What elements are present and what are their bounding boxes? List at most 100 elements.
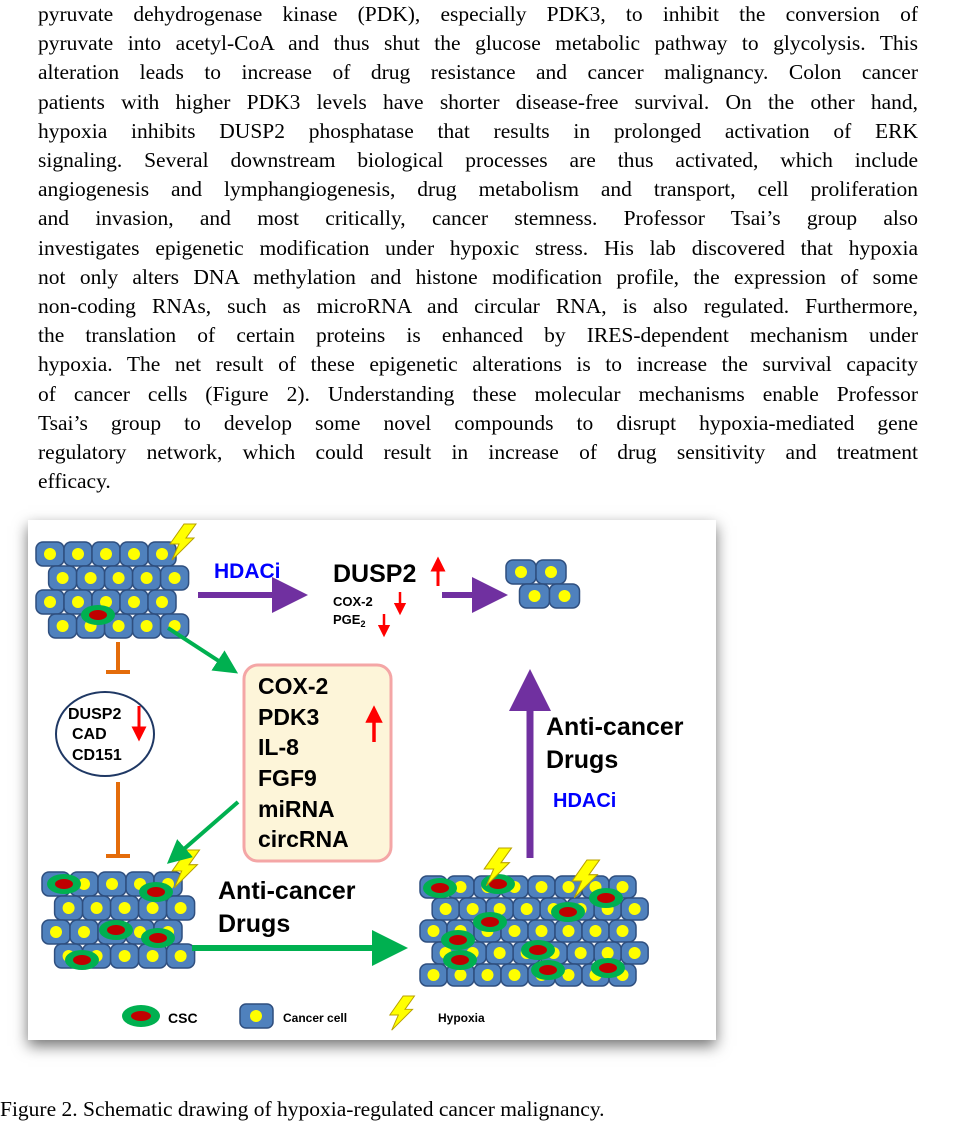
text-line: hypoxia inhibits DUSP2 phosphatase that … [38, 118, 918, 143]
cell-nucleus [493, 903, 506, 915]
cancer-stem-cell-nucleus [107, 925, 125, 935]
text-line: not only alters DNA methylation and hist… [38, 264, 918, 289]
cell-nucleus [493, 947, 506, 959]
hypoxia-bolt-icon [571, 859, 601, 899]
cell-nucleus [118, 902, 131, 914]
cell-nucleus [545, 566, 557, 578]
text-line: hypoxia. The net result of these epigene… [38, 352, 918, 377]
upregulated-genes-box [242, 663, 393, 863]
text-line: Tsai’s group to develop some novel compo… [38, 410, 918, 435]
oval-item-cad: CAD [72, 726, 107, 743]
hypoxia-bolt-icon [169, 523, 197, 561]
cell-nucleus [106, 878, 118, 890]
oval-item-cd151: CD151 [72, 747, 122, 764]
cell-nucleus [528, 590, 541, 602]
anti-cancer-drugs-right-line2: Drugs [546, 746, 618, 774]
text-line: pyruvate into acetyl-CoA and thus shut t… [38, 31, 918, 56]
cell-nucleus [100, 596, 112, 608]
pge2-small-label: PGE2 [333, 612, 365, 629]
anti-cancer-drugs-right-line1: Anti-cancer [546, 713, 684, 741]
cell-nucleus [601, 947, 614, 959]
cell-nucleus [520, 903, 533, 915]
cancer-stem-cell-nucleus [529, 945, 547, 955]
text-line: regulatory network, which could result i… [38, 440, 918, 465]
text-line: efficacy. [38, 469, 111, 494]
green-arrow [166, 626, 239, 674]
cancer-stem-cell-nucleus [55, 879, 73, 889]
box-item-mirna: miRNA [258, 796, 335, 822]
cell-nucleus [84, 572, 97, 584]
box-item-pdk3: PDK3 [258, 704, 319, 730]
legend-cancer-cell-label: Cancer cell [283, 1011, 347, 1025]
cell-nucleus [112, 620, 125, 632]
text-line: investigates epigenetic modification und… [38, 235, 918, 260]
box-item-cox2: COX-2 [258, 673, 328, 699]
cancer-cell-cluster-bottom-right [419, 874, 649, 987]
cell-nucleus [574, 947, 587, 959]
hypoxia-bolt-icon [483, 847, 513, 887]
cell-nucleus [168, 572, 181, 584]
box-item-il8: IL-8 [258, 734, 299, 760]
cell-nucleus [466, 903, 479, 915]
cell-nucleus [558, 590, 571, 602]
cancer-stem-cell-nucleus [147, 887, 165, 897]
legend: CSC Cancer cell Hypoxia [122, 995, 485, 1031]
text-line: pyruvate dehydrogenase kinase (PDK), esp… [38, 2, 918, 26]
text-line: the translation of certain proteins is e… [38, 323, 918, 348]
cell-nucleus [72, 548, 84, 560]
cancer-stem-cell-nucleus [431, 883, 449, 893]
cell-nucleus [156, 548, 168, 560]
cancer-cell-cluster-top-right [505, 559, 581, 609]
inhibited-genes-oval [55, 691, 155, 777]
box-item-fgf9: FGF9 [258, 765, 317, 791]
cell-nucleus [56, 572, 69, 584]
text-line: of cancer cells (Figure 2). Understandin… [38, 381, 918, 406]
cell-nucleus [156, 596, 168, 608]
cell-nucleus [44, 548, 56, 560]
anti-cancer-drugs-bottom-line1: Anti-cancer [218, 877, 356, 905]
cell-nucleus [439, 903, 452, 915]
cancer-cell-cluster-top-left [35, 541, 190, 639]
cell-nucleus [628, 947, 641, 959]
cell-nucleus [535, 881, 548, 893]
schematic-diagram: HDACi DUSP2 COX-2 PGE2 DUSP2 CAD CD151 C… [35, 523, 684, 1031]
cell-nucleus [44, 596, 56, 608]
green-arrow [166, 800, 240, 864]
cell-nucleus [628, 903, 641, 915]
cell-nucleus [616, 881, 629, 893]
cell-nucleus [562, 925, 575, 937]
cell-nucleus [454, 969, 467, 981]
cell-nucleus [56, 620, 69, 632]
cell-nucleus [508, 925, 521, 937]
text-line: patients with higher PDK3 levels have sh… [38, 89, 918, 114]
cancer-cell-cluster-bottom-left [41, 871, 196, 970]
cell-nucleus [90, 902, 103, 914]
dusp2-up-label: DUSP2 [333, 560, 416, 588]
cancer-stem-cell-nucleus [539, 965, 557, 975]
legend-hypoxia-label: Hypoxia [438, 1011, 485, 1025]
cell-nucleus [515, 566, 527, 578]
oval-item-dusp2: DUSP2 [68, 706, 121, 723]
legend-hypoxia-icon [388, 995, 416, 1031]
cell-nucleus [562, 881, 575, 893]
cell-nucleus [62, 902, 75, 914]
cancer-stem-cell-nucleus [451, 955, 469, 965]
text-line: alteration leads to increase of drug res… [38, 60, 918, 85]
cancer-stem-cell-nucleus [489, 879, 507, 889]
cell-nucleus [112, 572, 125, 584]
hdaci-label-right: HDACi [553, 790, 616, 812]
body-paragraph: pyruvate dehydrogenase kinase (PDK), esp… [38, 0, 918, 496]
cell-nucleus [128, 548, 140, 560]
cell-nucleus [562, 969, 575, 981]
anti-cancer-drugs-bottom-line2: Drugs [218, 910, 290, 938]
cell-nucleus [118, 950, 131, 962]
cell-nucleus [174, 902, 187, 914]
cell-nucleus [140, 572, 153, 584]
cell-nucleus [78, 926, 90, 938]
cancer-stem-cell-nucleus [449, 935, 467, 945]
cell-nucleus [427, 969, 440, 981]
legend-csc-label: CSC [168, 1010, 198, 1026]
cell-nucleus [616, 925, 629, 937]
figure-2-schematic: HDACi DUSP2 COX-2 PGE2 DUSP2 CAD CD151 C… [28, 520, 716, 1040]
text-line: signaling. Several downstream biological… [38, 148, 918, 173]
